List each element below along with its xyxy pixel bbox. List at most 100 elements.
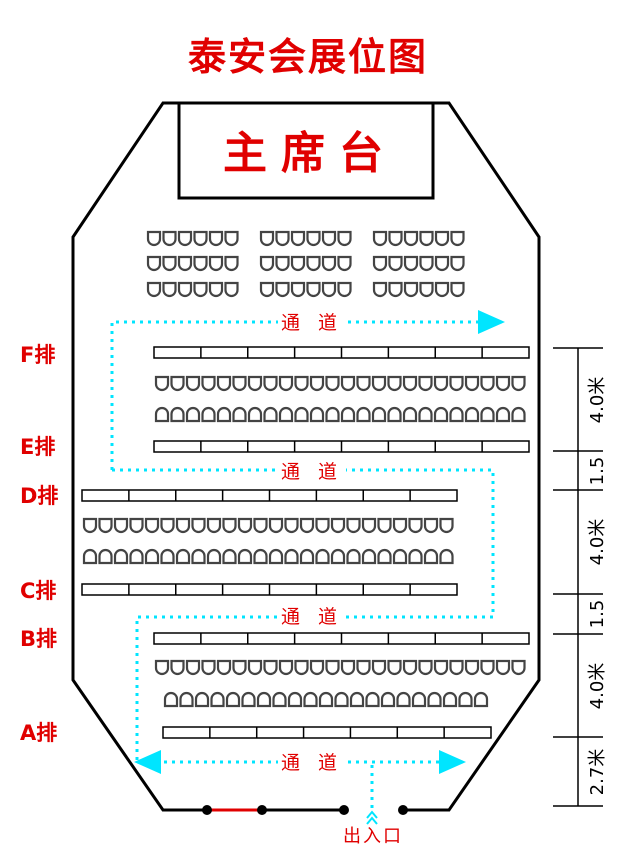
row-label-e: E排 — [20, 435, 55, 459]
seat-icon — [162, 230, 177, 247]
seat-icon — [208, 230, 224, 247]
seat-icon — [334, 691, 349, 708]
dimension-line — [553, 347, 603, 807]
seat-icon — [419, 255, 434, 272]
seat-icon — [306, 230, 321, 247]
seat-icon — [154, 406, 170, 423]
seat-icon — [175, 548, 191, 565]
dimension-labels: 4.0米 1.5 4.0米 1.5 4.0米 2.7米 — [587, 377, 608, 796]
seat-icon — [237, 548, 253, 565]
seat-icon — [418, 659, 433, 676]
seat-icon — [449, 406, 464, 423]
seat-icon — [309, 375, 325, 392]
seat-icon — [206, 517, 222, 534]
seat-icon — [450, 230, 465, 247]
dim-label: 1.5 — [587, 600, 608, 629]
seat-icon — [113, 517, 129, 534]
aisle-label: 通 道 — [281, 606, 343, 628]
seat-icon — [356, 406, 371, 423]
page-title: 泰安会展位图 — [188, 35, 428, 79]
seat-icon — [495, 375, 511, 392]
seat-icon — [392, 548, 408, 565]
dim-label: 4.0米 — [587, 519, 608, 566]
seat-icon — [439, 517, 454, 534]
seat-icon — [263, 406, 278, 423]
seat-icon — [403, 230, 419, 247]
seat-icon — [193, 230, 208, 247]
dim-label: 2.7米 — [587, 749, 608, 796]
seat-icon — [377, 548, 392, 565]
seat-icon — [268, 548, 284, 565]
seat-icon — [411, 691, 427, 708]
aisle-label: 通 道 — [281, 461, 343, 483]
seat-icon — [449, 659, 464, 676]
seat-icon — [337, 230, 352, 247]
seat-icon — [275, 281, 290, 298]
seat-icon — [216, 375, 232, 392]
seat-icon — [175, 517, 191, 534]
seat-icon — [321, 230, 337, 247]
seat-icon — [237, 517, 253, 534]
seat-icon — [201, 375, 216, 392]
seat-icon — [442, 691, 458, 708]
seat-icon — [287, 691, 303, 708]
seat-icon — [419, 230, 434, 247]
seat-icon — [222, 548, 237, 565]
seat-icon — [268, 517, 284, 534]
seat-icon — [309, 659, 325, 676]
seat-icon — [403, 255, 419, 272]
seat-icon — [216, 659, 232, 676]
seat-icon — [185, 659, 201, 676]
seat-icon — [418, 406, 433, 423]
seat-icon — [408, 548, 423, 565]
seat-icon — [160, 517, 175, 534]
seat-icon — [464, 375, 480, 392]
seat-icon — [208, 255, 224, 272]
seat-icon — [388, 281, 403, 298]
front-seat-blocks — [146, 230, 465, 298]
seat-icon — [433, 375, 449, 392]
seat-icon — [380, 691, 396, 708]
seat-icon — [278, 375, 294, 392]
row-label-f: F排 — [20, 343, 55, 367]
row-label-c: C排 — [20, 579, 56, 603]
seat-icon — [232, 659, 247, 676]
seat-icon — [372, 230, 388, 247]
seat-icon — [177, 230, 193, 247]
seat-icon — [306, 281, 321, 298]
seat-icon — [144, 548, 160, 565]
seat-icon — [210, 691, 225, 708]
seat-icon — [309, 406, 325, 423]
seat-icon — [146, 230, 162, 247]
seat-icon — [224, 255, 239, 272]
seat-icon — [256, 691, 272, 708]
dim-label: 1.5 — [587, 457, 608, 486]
seat-rows — [82, 375, 526, 708]
seat-icon — [387, 406, 402, 423]
door-post — [257, 805, 267, 815]
row-label-d: D排 — [20, 484, 58, 508]
seat-icon — [294, 375, 309, 392]
seat-icon — [146, 255, 162, 272]
seat-icon — [423, 548, 439, 565]
seat-icon — [303, 691, 318, 708]
seat-icon — [247, 375, 263, 392]
aisle-label: 通 道 — [281, 752, 343, 774]
seat-icon — [294, 659, 309, 676]
seat-icon — [154, 659, 170, 676]
seat-icon — [193, 255, 208, 272]
seat-icon — [185, 375, 201, 392]
seat-icon — [388, 255, 403, 272]
seat-icon — [325, 375, 340, 392]
seat-icon — [263, 659, 278, 676]
seat-icon — [224, 281, 239, 298]
seat-icon — [299, 548, 315, 565]
seat-icon — [340, 375, 356, 392]
seat-icon — [371, 659, 387, 676]
seat-icon — [315, 548, 330, 565]
seat-icon — [423, 517, 439, 534]
door-post — [202, 805, 212, 815]
seat-icon — [225, 691, 241, 708]
row-label-b: B排 — [20, 627, 57, 651]
seat-icon — [387, 659, 402, 676]
